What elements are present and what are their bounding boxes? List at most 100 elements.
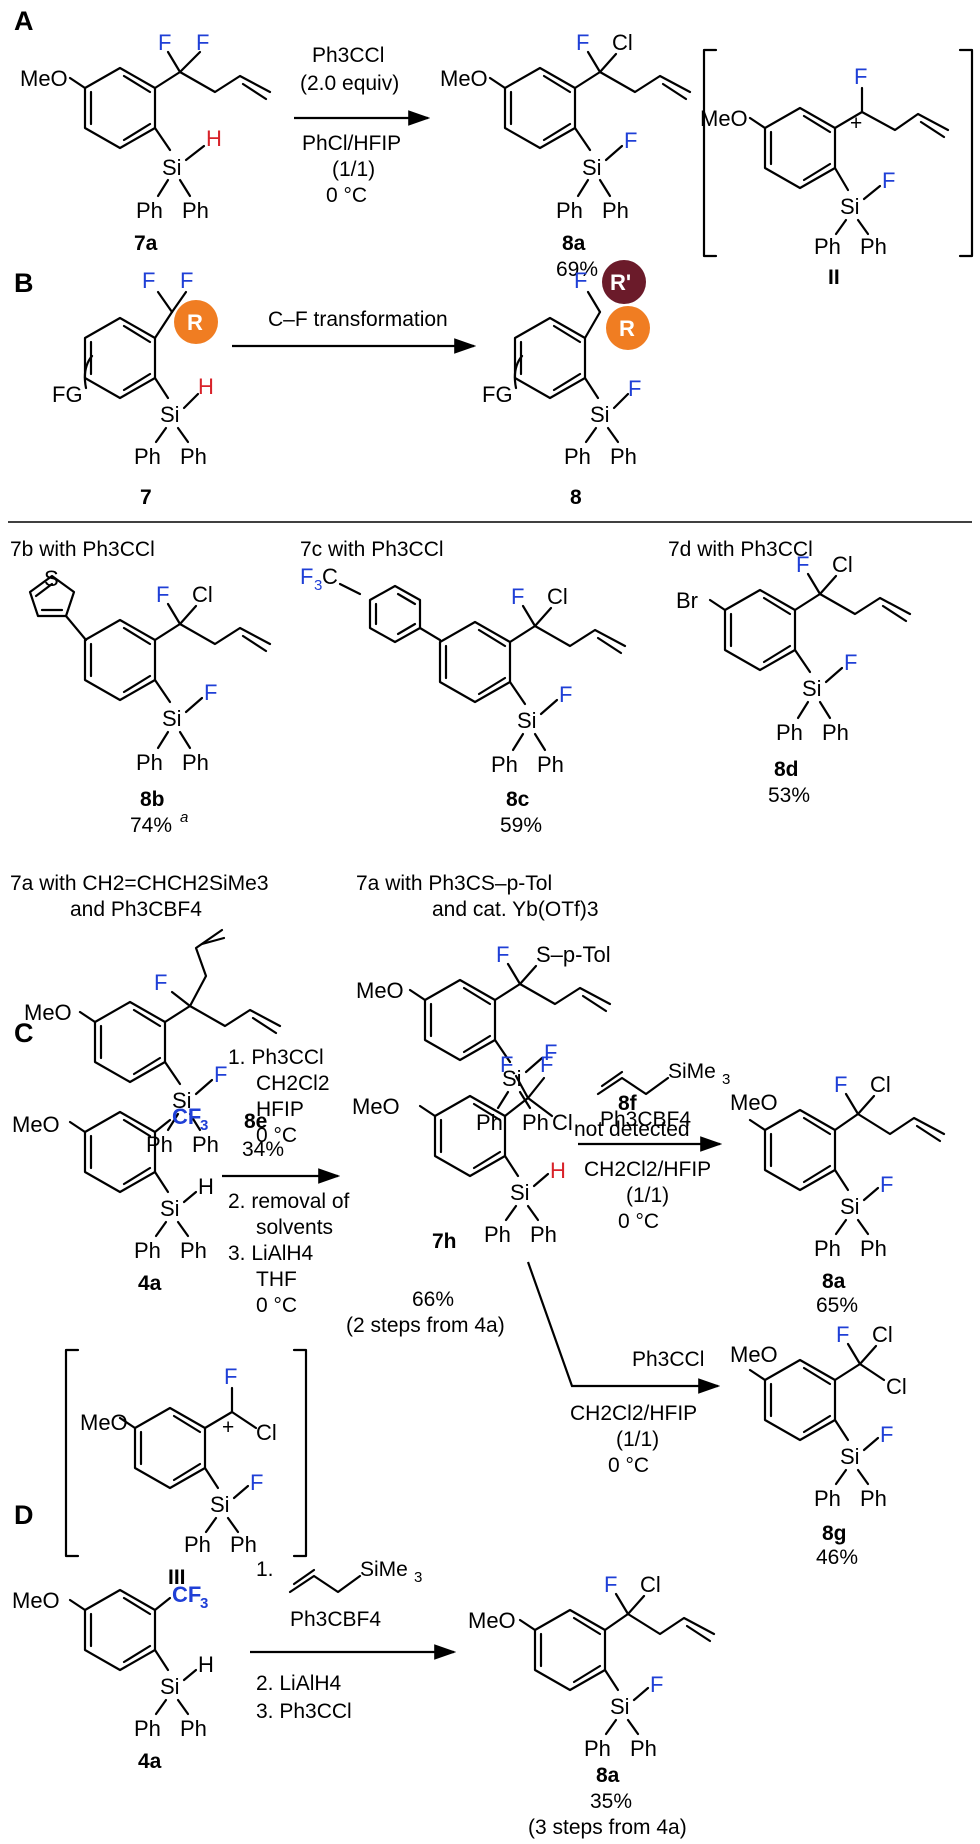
intermediate-iii: MeO F + Cl Si F Ph Ph III <box>64 1348 308 1589</box>
subscript-3: 3 <box>314 577 322 594</box>
atom-f: F <box>214 1062 227 1087</box>
atom-meo: MeO <box>80 1410 128 1435</box>
structure-8b: S F Cl Si F Ph Ph 8b 74% a <box>28 566 272 837</box>
compound-label-8d: 8d <box>774 758 799 781</box>
intermediate-label-iii: III <box>168 1566 186 1589</box>
atom-meo: MeO <box>730 1342 778 1367</box>
step1-number: 1. <box>256 1558 274 1581</box>
r-group-label: R <box>187 310 203 335</box>
r-prime-group-circle <box>602 260 646 304</box>
atom-ph: Ph <box>860 234 887 259</box>
atom-ph: Ph <box>602 198 629 223</box>
lower-condition-solvent: CH2Cl2/HFIP <box>570 1402 697 1425</box>
atom-meo: MeO <box>356 978 404 1003</box>
atom-ph: Ph <box>564 444 591 469</box>
compound-label-8g: 8g <box>822 1522 847 1545</box>
atom-f: F <box>650 1672 663 1697</box>
atom-ph: Ph <box>584 1736 611 1761</box>
atom-si: Si <box>210 1492 230 1517</box>
atom-si: Si <box>160 1196 180 1221</box>
atom-ph: Ph <box>814 1236 841 1261</box>
atom-ph: Ph <box>860 1486 887 1511</box>
atom-meo: MeO <box>700 106 748 131</box>
header-7d: 7d with Ph3CCl <box>668 538 813 561</box>
atom-ph: Ph <box>860 1236 887 1261</box>
atom-f: F <box>196 30 209 55</box>
header-7c: 7c with Ph3CCl <box>300 538 444 561</box>
cation-charge: + <box>222 1416 234 1439</box>
structure-7a: MeO F F Si H Ph Ph 7a <box>20 30 272 255</box>
atom-ph: Ph <box>484 1222 511 1247</box>
atom-ph: Ph <box>610 444 637 469</box>
atom-h: H <box>198 1652 214 1677</box>
scheme-d: MeO CF 3 Si H Ph Ph 4a 1. SiMe 3 Ph3CBF4… <box>12 1558 716 1839</box>
atom-f: F <box>511 584 524 609</box>
atom-ph: Ph <box>530 1222 557 1247</box>
reagent-simes: SiMe <box>668 1060 716 1083</box>
atom-f: F <box>154 970 167 995</box>
atom-fg: FG <box>482 382 513 407</box>
header-8f-line1: 7a with Ph3CS–p-Tol <box>356 872 552 895</box>
atom-cl: Cl <box>870 1072 891 1097</box>
atom-cl: Cl <box>872 1322 893 1347</box>
atom-meo: MeO <box>12 1588 60 1613</box>
atom-f: F <box>880 1172 893 1197</box>
atom-f: F <box>559 682 572 707</box>
scheme-b: FG F F R Si H Ph Ph 7 C–F transformation <box>52 260 650 509</box>
step3-reagent: 3. LiAlH4 <box>228 1242 314 1265</box>
intermediate-ii: MeO F + Si F Ph Ph II <box>700 48 974 289</box>
compound-label-8f: 8f <box>618 1092 638 1115</box>
header-8f-line2: and cat. Yb(OTf)3 <box>432 898 599 921</box>
compound-label-8a: 8a <box>596 1764 620 1787</box>
substrate-scope: 7b with Ph3CCl S F Cl Si F Ph Ph <box>10 538 912 1161</box>
subscript-3: 3 <box>722 1071 730 1088</box>
atom-f: F <box>224 1364 237 1389</box>
structure-8a-c: MeO F Cl Si F Ph Ph 8a 65% <box>730 1072 946 1317</box>
yield-8f: not detected <box>574 1118 690 1141</box>
compound-label-8b: 8b <box>140 788 165 811</box>
lower-condition-temperature: 0 °C <box>608 1454 649 1477</box>
structure-4a: MeO CF 3 Si H Ph Ph 4a <box>12 1104 214 1295</box>
footnote-a: a <box>180 809 188 826</box>
step1-solvent1: CH2Cl2 <box>256 1072 330 1095</box>
atom-si: Si <box>162 706 182 731</box>
header-7b: 7b with Ph3CCl <box>10 538 155 561</box>
yield-8g: 46% <box>816 1546 858 1569</box>
atom-ph: Ph <box>136 750 163 775</box>
atom-ph: Ph <box>522 1110 549 1135</box>
upper-condition-solvent: CH2Cl2/HFIP <box>584 1158 711 1181</box>
atom-fg: FG <box>52 382 83 407</box>
yield-8c: 59% <box>500 814 542 837</box>
intermediate-label-ii: II <box>828 266 840 289</box>
atom-ph: Ph <box>814 234 841 259</box>
atom-si: Si <box>802 676 822 701</box>
upper-reagent: Ph3CBF4 <box>600 1108 691 1131</box>
structure-8c: F 3 C F Cl Si F Ph <box>300 564 627 837</box>
step2-reagent: 2. LiAlH4 <box>256 1672 342 1695</box>
atom-cl: Cl <box>547 584 568 609</box>
atom-cl: Cl <box>832 552 853 577</box>
atom-si: Si <box>840 1444 860 1469</box>
yield-8e: 34% <box>242 1138 284 1161</box>
atom-ph: Ph <box>134 1716 161 1741</box>
step2-line1: 2. removal of <box>228 1190 350 1213</box>
atom-f: F <box>844 650 857 675</box>
atom-meo: MeO <box>730 1090 778 1115</box>
atom-si: Si <box>502 1066 522 1091</box>
atom-meo: MeO <box>20 66 68 91</box>
atom-ph: Ph <box>134 1238 161 1263</box>
r-group-circle <box>606 306 650 350</box>
yield-8d: 53% <box>768 784 810 807</box>
condition-ratio: (1/1) <box>332 158 375 181</box>
atom-si: Si <box>172 1088 192 1113</box>
structure-7h: MeO F F Cl Si H Ph Ph 7h 66% (2 steps fr… <box>346 1052 573 1337</box>
atom-cf3: CF <box>172 1582 201 1607</box>
atom-ph: Ph <box>556 198 583 223</box>
reagent-equiv: (2.0 equiv) <box>300 72 399 95</box>
atom-ph: Ph <box>134 444 161 469</box>
atom-cl: Cl <box>552 1110 573 1135</box>
structure-8g: MeO F Cl Cl Si F Ph Ph 8g 46% <box>730 1322 907 1569</box>
atom-si: Si <box>840 1194 860 1219</box>
atom-s: S <box>44 566 59 591</box>
